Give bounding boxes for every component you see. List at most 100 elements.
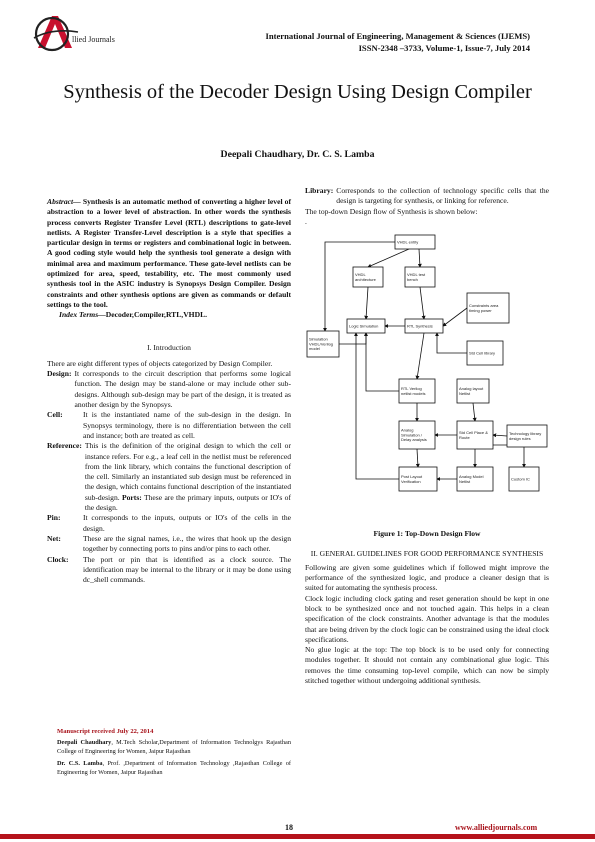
left-column: Abstract— Synthesis is an automatic meth… [47,197,291,585]
definition-term: Design: [47,369,72,379]
definition-text: This is the definition of the original d… [84,441,291,502]
section-heading-guidelines: II. GENERAL GUIDELINES FOR GOOD PERFORMA… [310,549,544,559]
flow-arrow [492,433,508,438]
journal-issn: ISSN-2348 –3733, Volume-1, Issue-7, July… [358,42,530,53]
abstract-text: Synthesis is an automatic method of conv… [47,197,291,309]
intro-paragraph: There are eight different types of objec… [47,358,273,368]
flow-box-rtl-synthesis: RTL Synthesis [404,318,444,334]
affiliation-2: Dr. C.S. Lamba, Prof. ,Department of Inf… [57,760,291,778]
journal-header: International Journal of Engineering, Ma… [190,31,531,54]
flow-arrow [323,241,395,332]
flow-box-custom-ic: Custom IC [508,466,540,492]
definition-term: Pin: [47,513,61,523]
flow-intro: The top-down Design flow of Synthesis is… [305,206,478,216]
definition-term: Clock: [47,554,69,564]
affiliation-text: , M.Tech Scholar,Department of Informati… [57,739,291,755]
definition-term: Reference: [47,441,82,451]
logo-text: llied Journals [72,35,115,44]
section-heading-introduction: I. Introduction [147,342,191,352]
flow-box-label: VHDL entity [397,240,418,245]
guidelines-paragraph-2: Clock logic including clock gating and r… [305,593,549,644]
flow-arrow [339,332,368,345]
affiliation-name: Deepali Chaudhary [57,739,112,746]
paper-authors: Deepali Chaudhary, Dr. C. S. Lamba [220,149,375,160]
definition-term: Cell: [47,410,63,420]
flow-box-label: Std Cell library [469,351,495,356]
journal-website: www.alliedjournals.com [455,823,538,832]
flow-arrow [415,449,420,468]
flow-box-label: Std Cell Place &Route [459,430,488,440]
flow-arrow [442,307,468,327]
flow-arrow [415,333,425,380]
figure-caption: Figure 1: Top-Down Design Flow [373,529,481,539]
flow-arrow [419,287,426,320]
index-terms-label: Index Terms— [59,310,106,320]
affiliation-name: Dr. C.S. Lamba [57,759,103,767]
flow-arrow [367,248,410,268]
flow-arrow [472,403,477,422]
flow-arrow [493,444,526,468]
flow-box-label: Logic Simulation [349,324,378,329]
index-terms: Index Terms—Decoder,Compiler,RTL,VHDL. [47,310,291,320]
flow-arrow [435,332,467,354]
definition-design: Design: It corresponds to the circuit de… [47,369,291,410]
definition-text: It is the instantiated name of the sub-d… [83,410,291,440]
paper-title: Synthesis of the Decoder Design Using De… [63,81,532,103]
right-column: Library: Corresponds to the collection o… [305,186,549,686]
definition-text: It corresponds to the inputs, outputs or… [83,513,291,533]
abstract: Abstract— Synthesis is an automatic meth… [47,197,291,310]
flow-arrow [354,332,399,480]
definition-text: Corresponds to the collection of technol… [336,186,549,206]
definition-body: This is the definition of the original d… [85,441,291,513]
definition-text: The port or pin that is identified as a … [83,554,291,585]
footer-rule [0,834,595,839]
definition-pin: Pin: It corresponds to the inputs, outpu… [47,513,291,534]
abstract-label: Abstract— [47,197,81,206]
affiliations: Deepali Chaudhary, M.Tech Scholar,Depart… [57,739,291,778]
definition-reference: Reference: This is the definition of the… [47,441,291,513]
definition-term: Net: [47,533,61,543]
flow-box-vhdl-entity: VHDL entity [394,234,436,250]
stray-dot: . [305,216,307,226]
definition-text: These are the signal names, i.e., the wi… [83,533,291,554]
definition-term-ports: Ports: [121,492,142,502]
definition-text: It corresponds to the circuit descriptio… [74,369,291,410]
flow-box-label: RTL Synthesis [407,324,433,329]
guidelines-paragraph-3: No glue logic at the top: The top block … [305,645,549,686]
page-number: 18 [285,823,293,832]
flow-box-logic-simulation: Logic Simulation [346,318,386,334]
manuscript-received: Manuscript received July 22, 2014 [57,728,154,735]
journal-logo: llied Journals [33,16,115,52]
affiliation-text: , Prof. ,Department of Information Techn… [57,759,292,776]
definition-library: Library: Corresponds to the collection o… [305,186,549,207]
journal-name: International Journal of Engineering, Ma… [265,31,531,41]
flow-box-place-route: Std Cell Place &Route [456,420,494,450]
flow-box-label: Custom IC [511,477,530,482]
definition-term: Library: [305,186,334,195]
definition-net: Net: These are the signal names, i.e., t… [47,534,291,555]
flow-arrow [364,332,399,392]
guidelines-paragraph-1: Following are given some guidelines whic… [305,562,549,593]
affiliation-1: Deepali Chaudhary, M.Tech Scholar,Depart… [57,739,291,757]
